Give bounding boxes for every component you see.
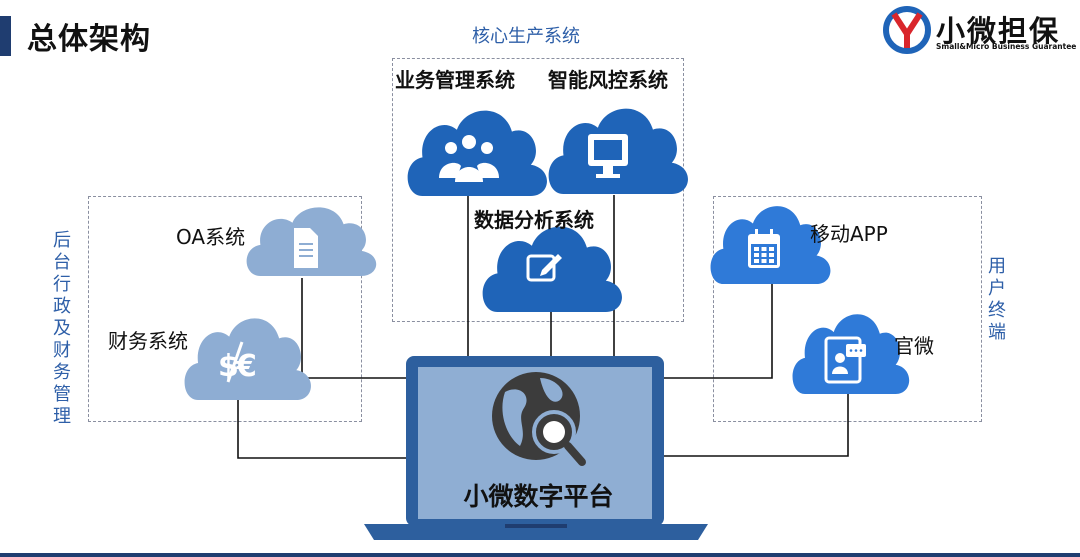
page-title: 总体架构 (27, 22, 151, 57)
platform-label: 小微数字平台 (463, 482, 614, 511)
company-logo: 小微担保 Small&Micro Business Guarantee (882, 4, 1076, 58)
finance-cloud: $ € (184, 318, 311, 400)
svg-text:€: € (235, 349, 257, 384)
mobile-app-cloud (710, 206, 831, 284)
edit-icon (526, 254, 562, 282)
platform-laptop (364, 356, 708, 540)
backoffice-group-label: 后台行政及财务管理 (53, 230, 71, 427)
oa-cloud (246, 207, 377, 276)
calendar-icon (748, 229, 780, 268)
core-system-group (392, 58, 684, 322)
title-accent-bar (0, 16, 11, 56)
data-analysis-label: 数据分析系统 (474, 208, 594, 232)
logo-name: 小微担保 (936, 14, 1061, 48)
business-system-label: 业务管理系统 (395, 68, 515, 92)
currency-icon: $ € (218, 341, 257, 384)
wechat-cloud (792, 314, 910, 394)
finance-system-label: 财务系统 (108, 329, 188, 353)
document-icon (294, 228, 318, 268)
footer-bar (0, 553, 1080, 557)
people-icon (439, 135, 499, 182)
svg-text:$: $ (218, 349, 239, 384)
mobile-app-label: 移动APP (810, 222, 888, 246)
monitor-icon (588, 134, 628, 178)
analytics-cloud (482, 226, 622, 312)
logo-tagline: Small&Micro Business Guarantee (936, 42, 1077, 51)
risk-cloud (548, 108, 688, 194)
oa-system-label: OA系统 (176, 225, 246, 249)
wechat-label: 官微 (894, 334, 934, 358)
risk-control-label: 智能风控系统 (548, 68, 668, 92)
logo-emblem-icon (883, 6, 931, 54)
terminal-group-label: 用户终端 (988, 256, 1006, 343)
chat-tablet-icon (824, 336, 866, 384)
globe-search-icon (492, 372, 586, 466)
core-group-label: 核心生产系统 (472, 26, 580, 47)
backoffice-group (88, 196, 362, 422)
business-cloud (407, 110, 547, 196)
